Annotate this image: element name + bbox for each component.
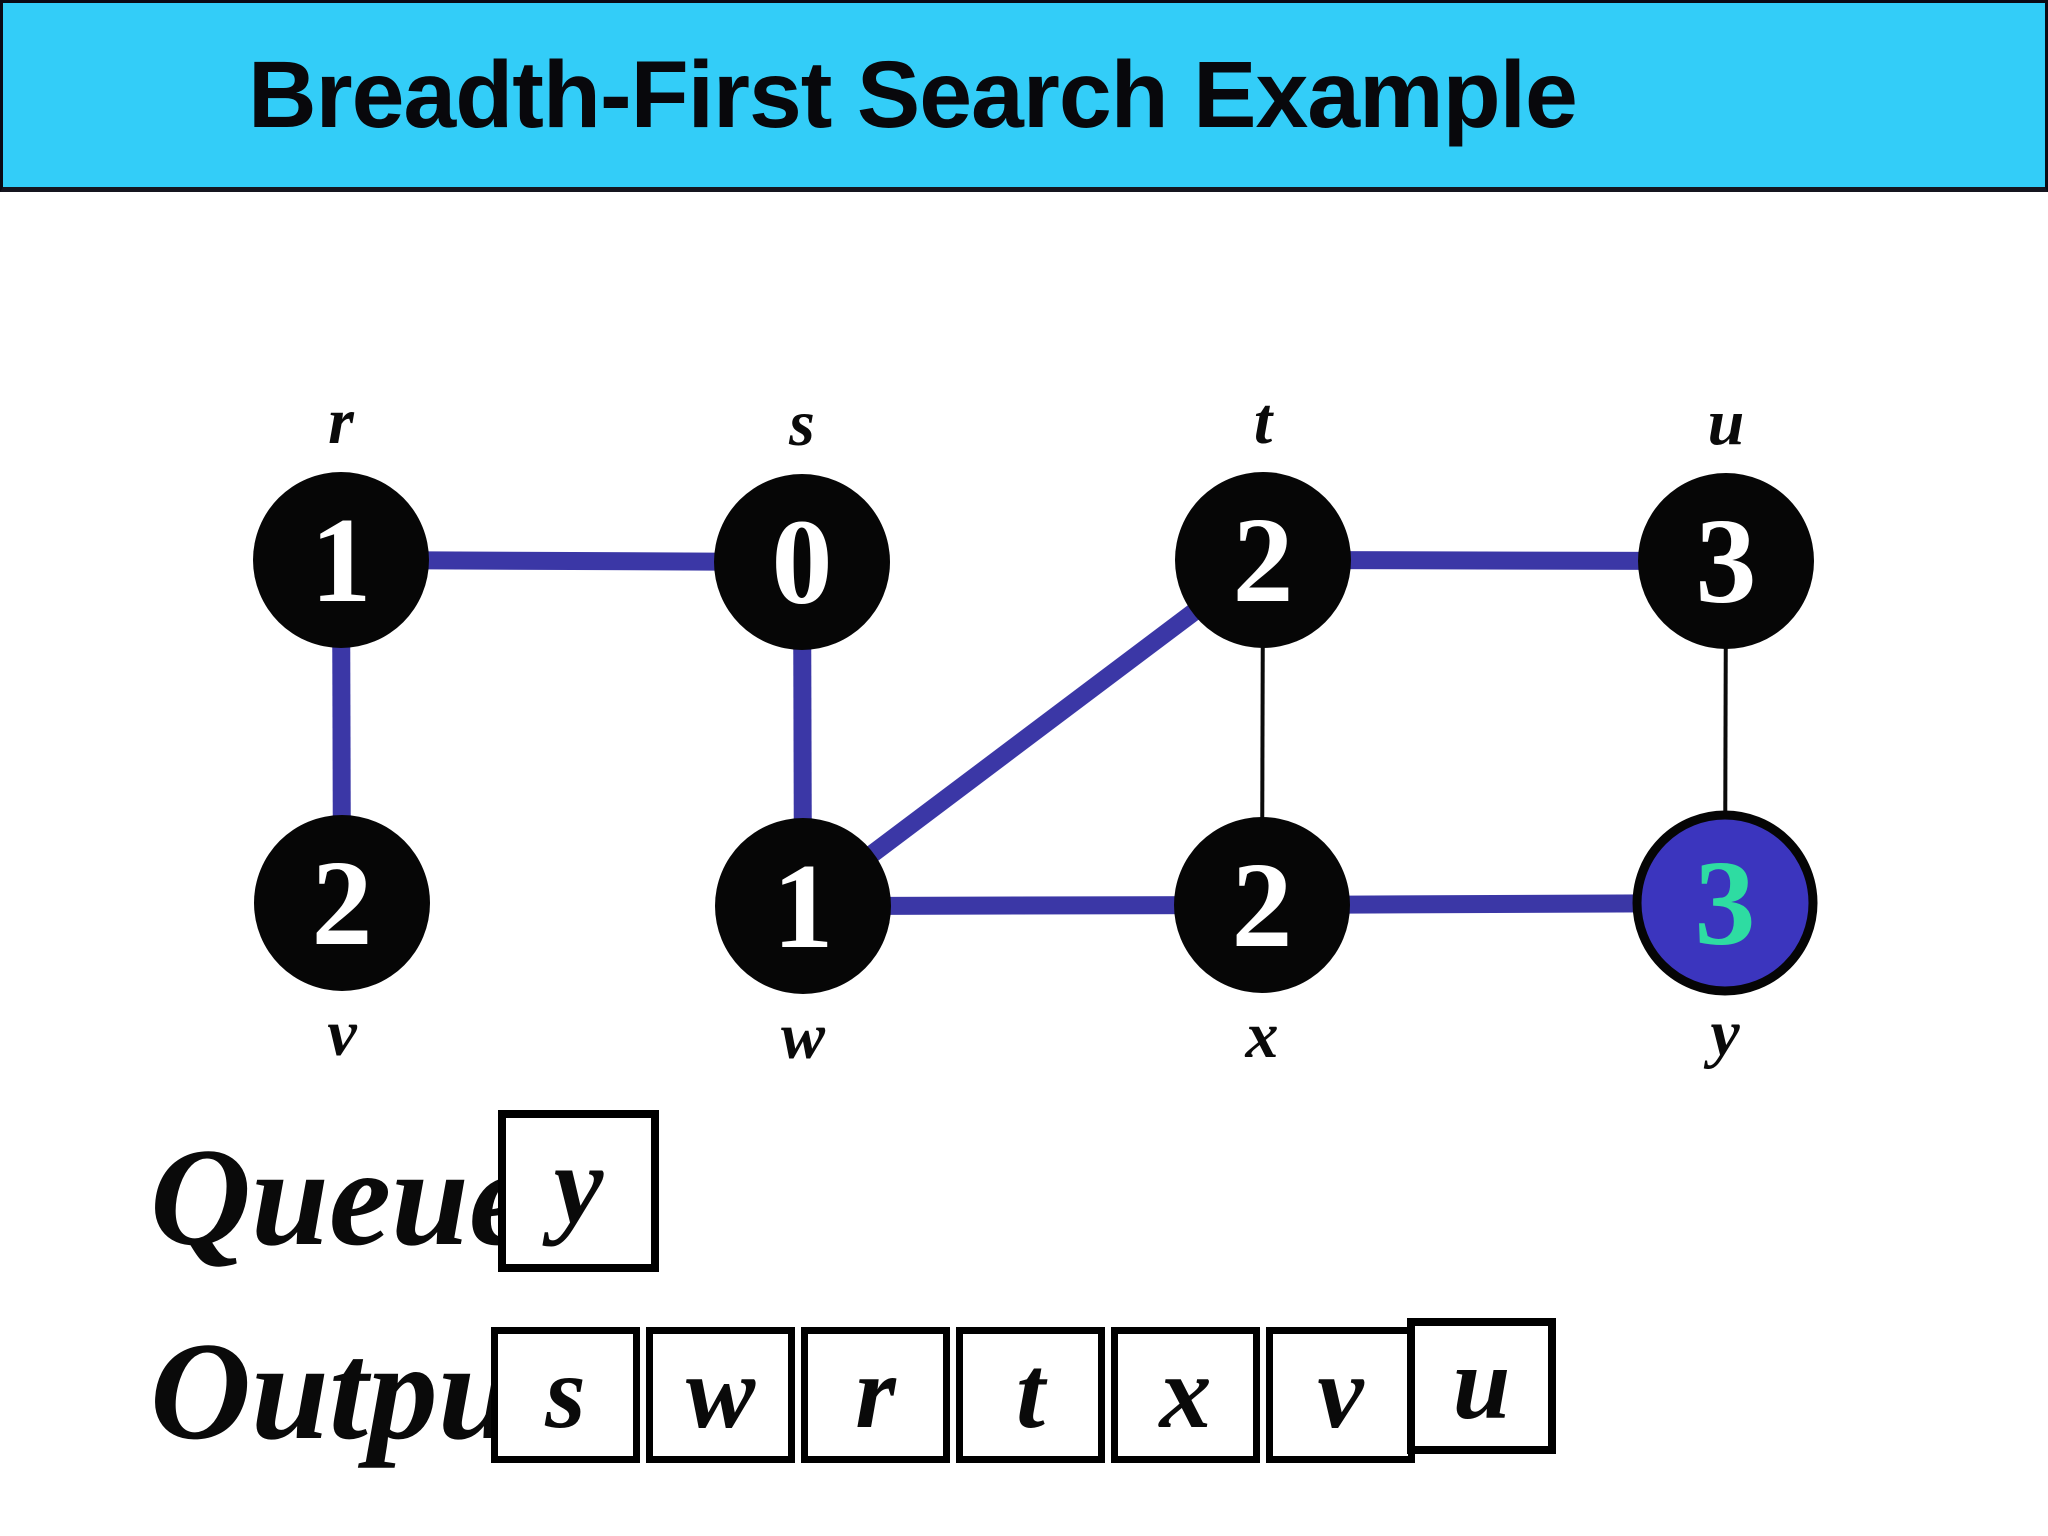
output-cell: t bbox=[956, 1327, 1105, 1463]
graph-node-s bbox=[714, 474, 890, 650]
queue-item: y bbox=[553, 1123, 604, 1247]
graph-node-r bbox=[253, 472, 429, 648]
node-label-v: v bbox=[327, 997, 357, 1070]
queue-box: y bbox=[498, 1110, 659, 1272]
graph-node-x bbox=[1174, 817, 1350, 993]
output-item: w bbox=[685, 1335, 756, 1450]
output-item: u bbox=[1452, 1326, 1511, 1441]
graph-node-t bbox=[1175, 472, 1351, 648]
node-label-y: y bbox=[1703, 997, 1740, 1070]
node-label-u: u bbox=[1708, 386, 1745, 459]
output-cell: r bbox=[801, 1327, 950, 1463]
output-item: v bbox=[1317, 1335, 1364, 1450]
node-value-x: 2 bbox=[1232, 838, 1293, 973]
output-item: x bbox=[1159, 1335, 1212, 1450]
output-cell: u bbox=[1407, 1318, 1556, 1454]
output-item: s bbox=[545, 1335, 586, 1450]
graph-node-u bbox=[1638, 473, 1814, 649]
page-title: Breadth-First Search Example bbox=[248, 41, 1578, 148]
node-value-w: 1 bbox=[773, 839, 834, 974]
slide-header: Breadth-First Search Example bbox=[0, 0, 2048, 192]
output-cell: v bbox=[1266, 1327, 1415, 1463]
node-value-s: 0 bbox=[772, 495, 833, 630]
output-cell: w bbox=[646, 1327, 795, 1463]
node-value-r: 1 bbox=[311, 493, 372, 628]
node-value-u: 3 bbox=[1696, 494, 1757, 629]
output-item: r bbox=[855, 1335, 896, 1450]
graph-node-y bbox=[1632, 810, 1818, 996]
node-value-v: 2 bbox=[312, 836, 373, 971]
node-label-t: t bbox=[1254, 385, 1274, 458]
node-value-t: 2 bbox=[1233, 493, 1294, 628]
node-label-w: w bbox=[781, 1000, 826, 1073]
output-cell: s bbox=[491, 1327, 640, 1463]
output-item: t bbox=[1016, 1335, 1045, 1450]
node-label-x: x bbox=[1245, 999, 1279, 1072]
node-label-r: r bbox=[328, 385, 355, 458]
graph-node-w bbox=[715, 818, 891, 994]
output-row: s w r t x v u bbox=[491, 1318, 1556, 1463]
graph-node-v bbox=[254, 815, 430, 991]
edge-w-t bbox=[797, 552, 1269, 914]
node-label-s: s bbox=[788, 387, 815, 460]
output-cell: x bbox=[1111, 1327, 1260, 1463]
node-value-y: 3 bbox=[1695, 836, 1756, 971]
